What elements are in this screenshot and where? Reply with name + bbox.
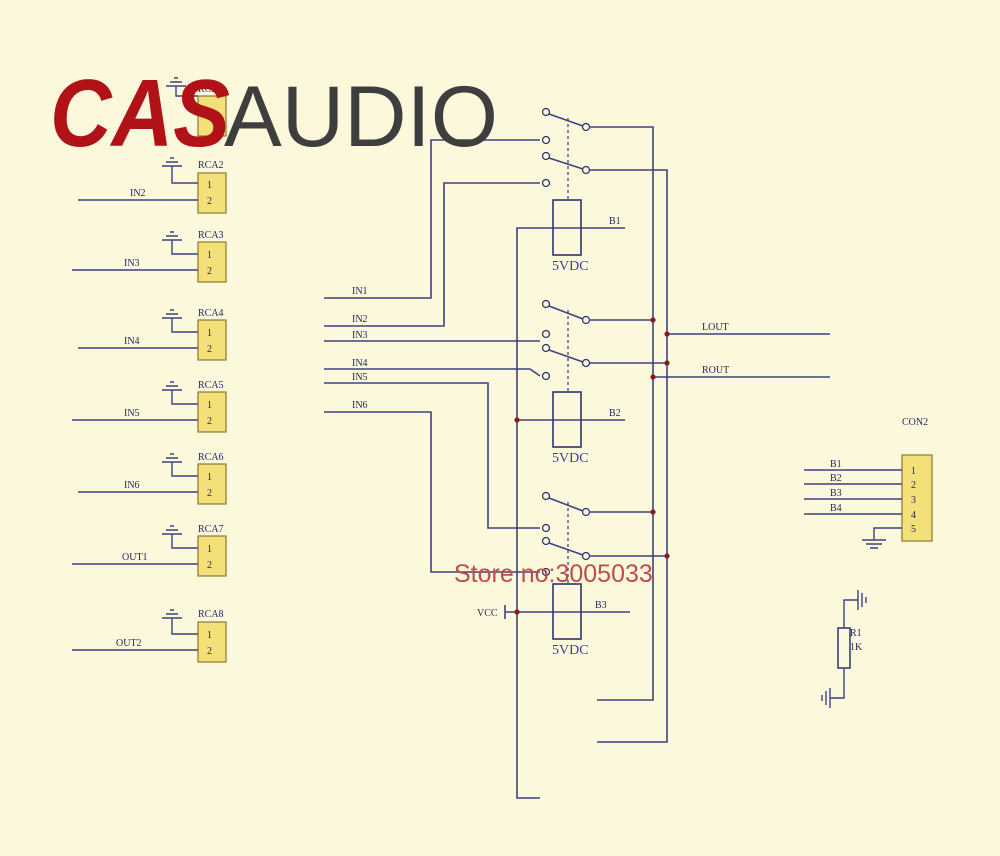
rca4-pin1: 1 <box>207 328 212 339</box>
r1-ref: R1 <box>850 628 862 639</box>
relay-b2-ref: B2 <box>609 408 621 419</box>
rca4-ref: RCA4 <box>198 308 224 319</box>
bus-in5-label: IN5 <box>352 372 368 383</box>
con2-ref: CON2 <box>902 417 928 428</box>
logo-cas-text: CAS <box>50 60 230 167</box>
rca2-connector: RCA2 IN2 1 2 <box>78 157 227 214</box>
rca3-net: IN3 <box>124 258 140 269</box>
rca8-connector: RCA8 OUT2 1 2 <box>72 609 227 663</box>
rca7-pin2: 2 <box>207 560 212 571</box>
output-bus: LOUT ROUT <box>589 126 830 743</box>
rca5-pin2: 2 <box>207 416 212 427</box>
relay-b1: B1 5VDC <box>541 107 625 274</box>
vcc-label: VCC <box>477 608 498 619</box>
rca3-pin1: 1 <box>207 250 212 261</box>
rca7-connector: RCA7 OUT1 1 2 <box>72 524 227 577</box>
con2-net-b4: B4 <box>830 503 842 514</box>
bus-in4-label: IN4 <box>352 358 368 369</box>
rca4-net: IN4 <box>124 336 140 347</box>
rca7-pin1: 1 <box>207 544 212 555</box>
cas-audio-logo: CAS AUDIO <box>50 60 498 167</box>
rca8-pin1: 1 <box>207 630 212 641</box>
rca4-connector: RCA4 IN4 1 2 <box>78 308 227 361</box>
con2-net-b1: B1 <box>830 459 842 470</box>
rca5-connector: RCA5 IN5 1 2 <box>72 380 227 433</box>
rca2-net: IN2 <box>130 188 146 199</box>
relay-b3: B3 5VDC <box>541 491 630 658</box>
bus-in1-label: IN1 <box>352 286 368 297</box>
rca3-pin2: 2 <box>207 266 212 277</box>
rout-label: ROUT <box>702 365 729 376</box>
rca1-ref: RCA1 <box>198 84 224 95</box>
bus-in6-label: IN6 <box>352 400 368 411</box>
rca8-pin2: 2 <box>207 646 212 657</box>
con2-pin2: 2 <box>911 480 916 491</box>
rca4-pin2: 2 <box>207 344 212 355</box>
bus-in3-label: IN3 <box>352 330 368 341</box>
con2-pin5: 5 <box>911 524 916 535</box>
vcc-rail: VCC <box>477 227 553 799</box>
rca6-pin2: 2 <box>207 488 212 499</box>
relay-b2: B2 5VDC <box>541 299 625 466</box>
rca8-net: OUT2 <box>116 638 142 649</box>
rca5-net: IN5 <box>124 408 140 419</box>
rca5-pin1: 1 <box>207 400 212 411</box>
con2-net-b2: B2 <box>830 473 842 484</box>
con2-pin3: 3 <box>911 495 916 506</box>
rca7-net: OUT1 <box>122 552 148 563</box>
rca6-net: IN6 <box>124 480 140 491</box>
r1-value: 1K <box>850 642 863 653</box>
con2-net-b3: B3 <box>830 488 842 499</box>
store-watermark: Store no:3005033 <box>454 560 653 588</box>
rca3-connector: RCA3 IN3 1 2 <box>72 230 227 283</box>
con2-connector: CON2 B1 B2 B3 B4 1 2 3 4 5 <box>804 417 933 549</box>
rca2-pin2: 2 <box>207 196 212 207</box>
resistor-r1: R1 1K <box>821 590 867 708</box>
relay-b1-value: 5VDC <box>552 259 589 274</box>
con2-pin4: 4 <box>911 510 916 521</box>
rca7-ref: RCA7 <box>198 524 224 535</box>
con2-pin1: 1 <box>911 466 916 477</box>
rca6-pin1: 1 <box>207 472 212 483</box>
rca2-pin1: 1 <box>207 180 212 191</box>
logo-audio-text: AUDIO <box>224 69 498 165</box>
relay-b3-value: 5VDC <box>552 643 589 658</box>
relay-b1-ref: B1 <box>609 216 621 227</box>
rca6-ref: RCA6 <box>198 452 224 463</box>
input-bus: IN1 IN2 IN3 IN4 IN5 IN6 <box>324 139 541 573</box>
rca1-connector: RCA1 <box>166 77 227 137</box>
rca5-ref: RCA5 <box>198 380 224 391</box>
relay-b2-value: 5VDC <box>552 451 589 466</box>
rca6-connector: RCA6 IN6 1 2 <box>78 452 227 505</box>
bus-in2-label: IN2 <box>352 314 368 325</box>
relay-b3-ref: B3 <box>595 600 607 611</box>
rca2-ref: RCA2 <box>198 160 224 171</box>
rca8-ref: RCA8 <box>198 609 224 620</box>
rca3-ref: RCA3 <box>198 230 224 241</box>
lout-label: LOUT <box>702 322 729 333</box>
